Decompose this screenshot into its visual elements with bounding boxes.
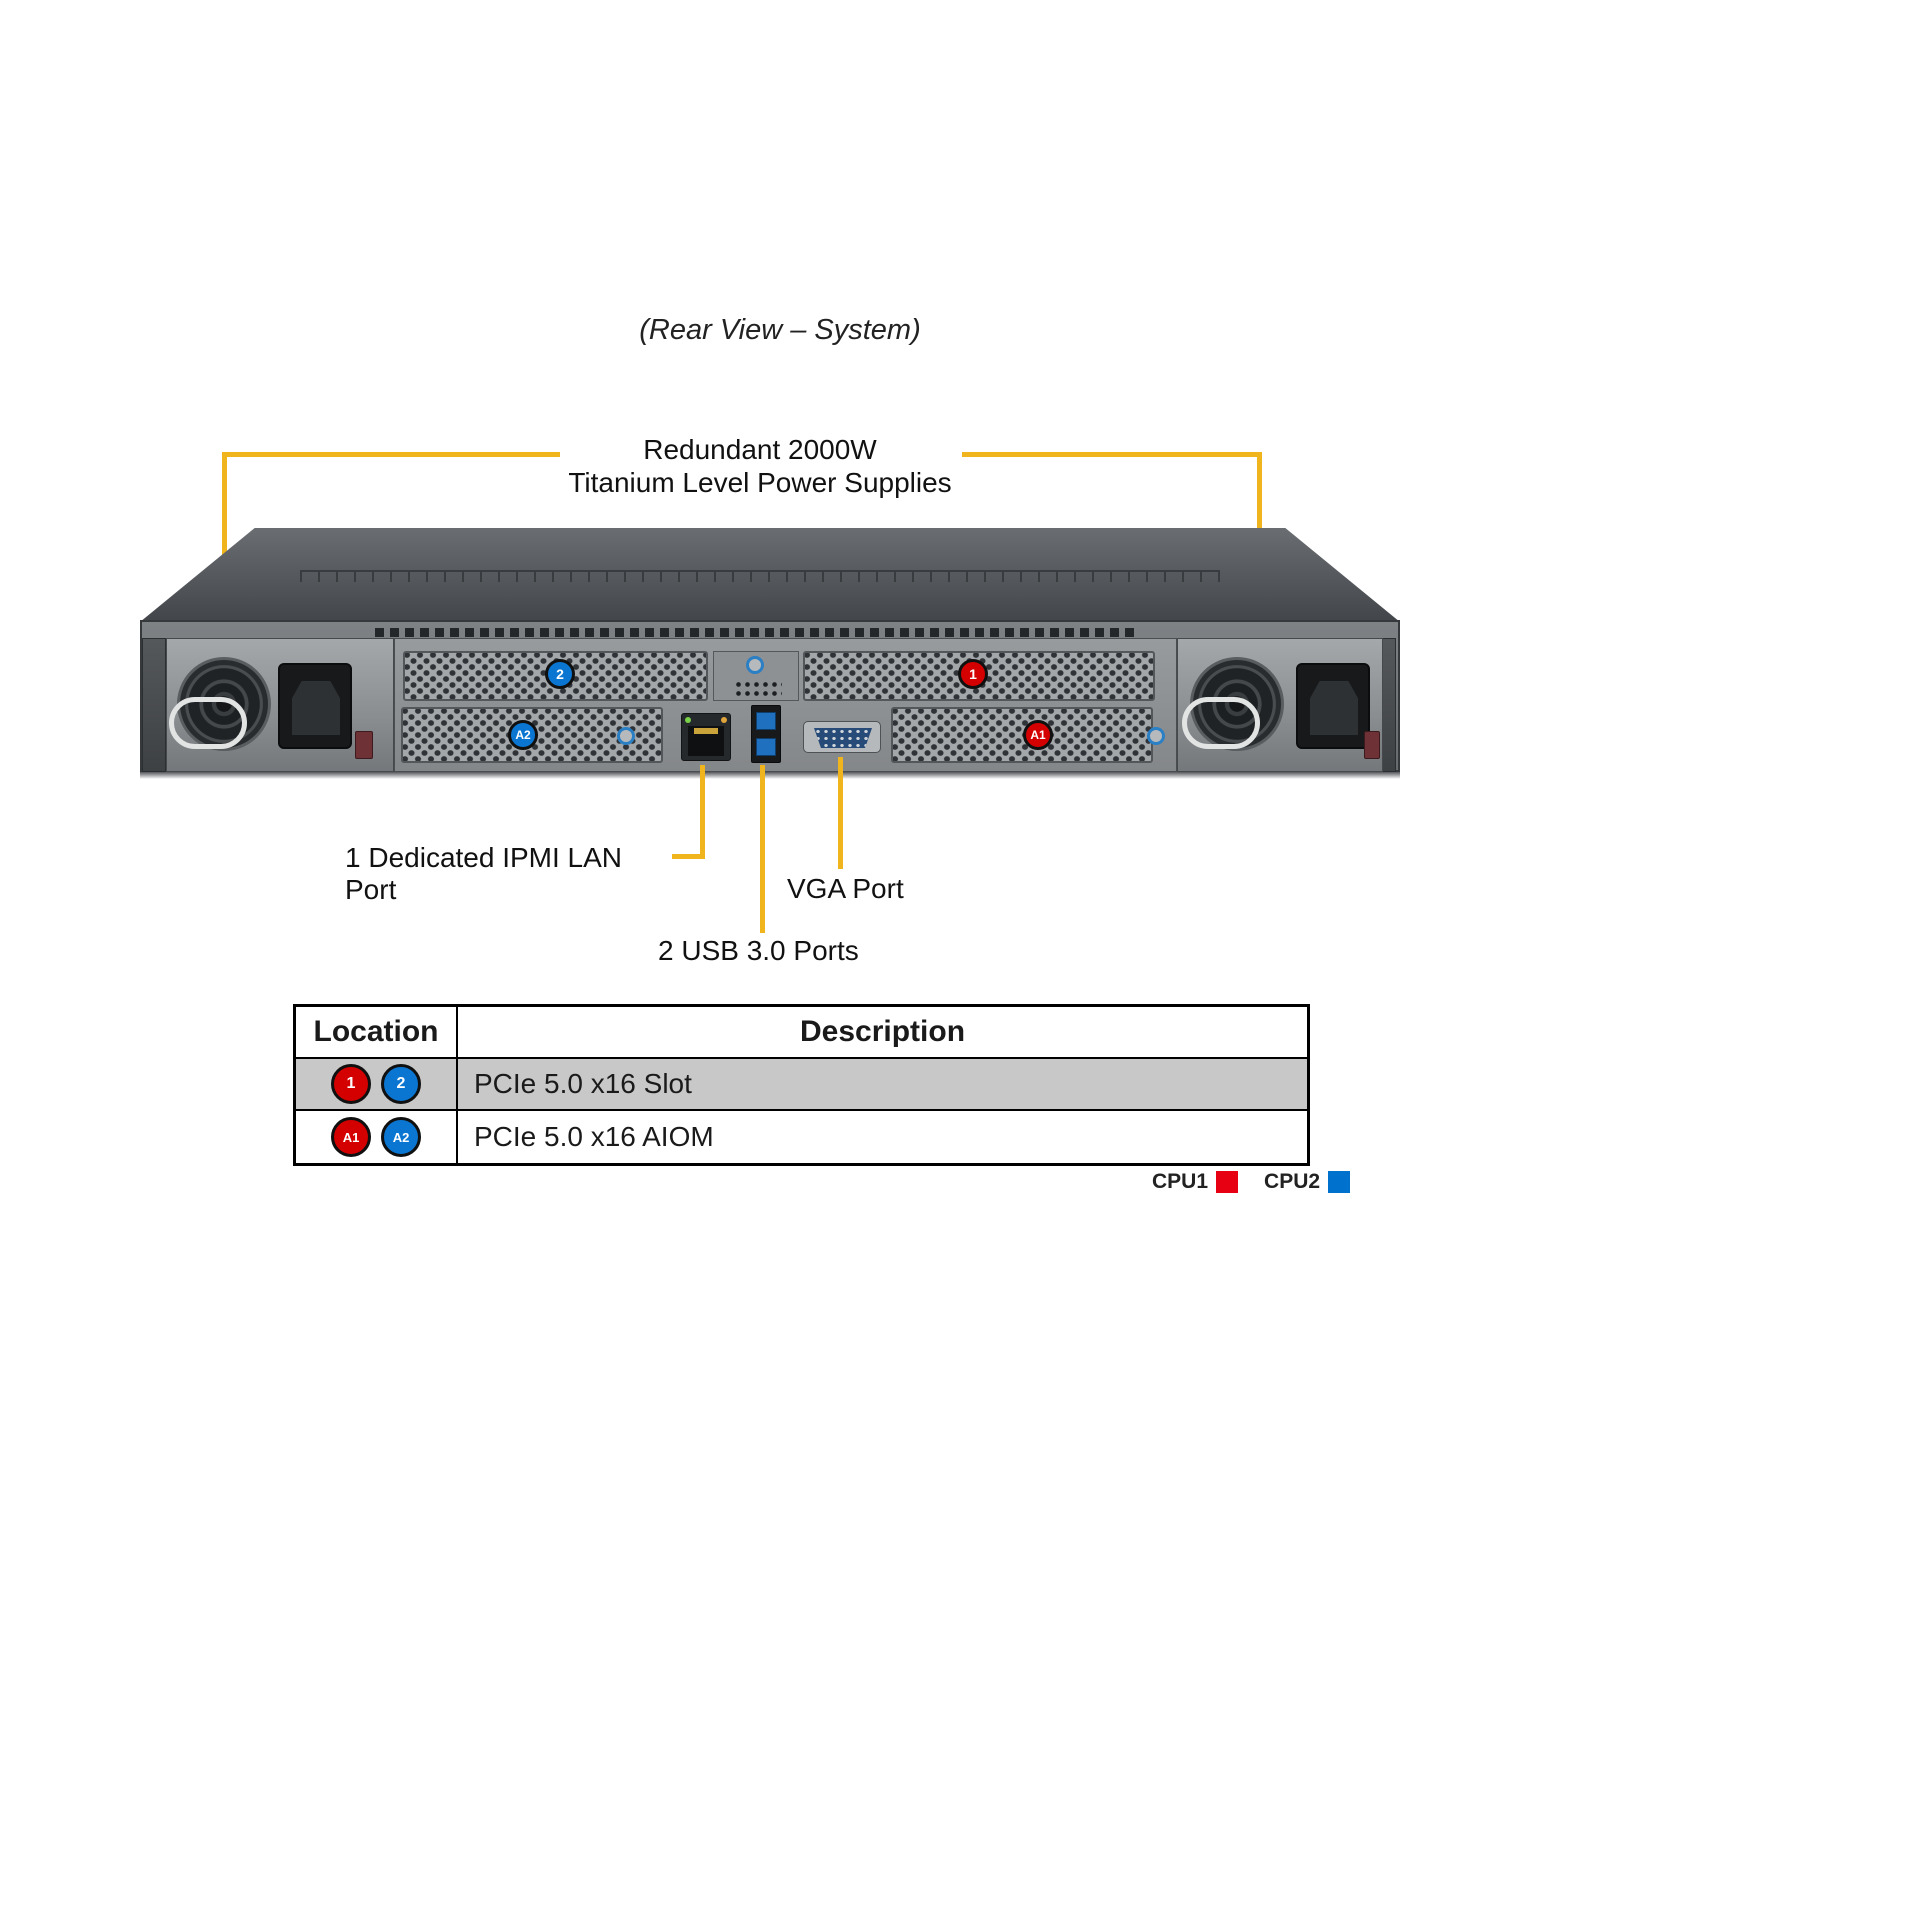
psu-callout-line2: Titanium Level Power Supplies xyxy=(568,467,952,498)
ipmi-lan-port xyxy=(681,713,731,761)
usb-ports xyxy=(751,705,781,763)
location-description-table: Location Description 1 2 PCIe 5.0 x16 Sl… xyxy=(293,1004,1310,1166)
rack-ear-left xyxy=(142,638,166,772)
legend-cpu1-label: CPU1 xyxy=(1152,1170,1209,1193)
psu-latch-left xyxy=(355,731,373,759)
usb-port-top xyxy=(756,712,776,730)
chassis-marker-aiom2: A2 xyxy=(508,720,538,750)
usb-port-bottom xyxy=(756,738,776,756)
table-header-description: Description xyxy=(799,1015,966,1048)
vga-callout-label: VGA Port xyxy=(787,873,904,904)
table-header-row: Location Description xyxy=(296,1007,1307,1057)
ipmi-callout-label: 1 Dedicated IPMI LAN Port xyxy=(345,842,623,905)
usb-callout-line-vertical xyxy=(760,765,765,933)
table-marker-2: 2 xyxy=(381,1064,421,1104)
aiom-a1-vent xyxy=(891,707,1153,763)
table-row2-location: A1 A2 xyxy=(296,1111,458,1163)
chassis-marker-aiom1: A1 xyxy=(1023,720,1053,750)
chassis-rear-face: 2 1 A2 A1 xyxy=(140,620,1400,772)
diagram-title: (Rear View – System) xyxy=(639,314,921,346)
table-row2-description-text: PCIe 5.0 x16 AIOM xyxy=(474,1121,714,1152)
chassis-top-vents xyxy=(300,570,1220,582)
io-mid-panel xyxy=(713,651,799,701)
vga-port xyxy=(803,721,881,753)
psu-callout-label: Redundant 2000W Titanium Level Power Sup… xyxy=(545,433,975,499)
psu-left-callout-line-horizontal xyxy=(222,452,560,457)
legend-cpu2-label: CPU2 xyxy=(1264,1170,1321,1193)
psu-module-left xyxy=(166,638,394,772)
lan-jack xyxy=(688,726,724,756)
screw-icon-top xyxy=(746,656,764,674)
psu-latch-right xyxy=(1364,731,1380,759)
table-marker-a1: A1 xyxy=(331,1117,371,1157)
lan-pins xyxy=(694,728,718,734)
power-inlet-left-socket xyxy=(292,681,340,735)
legend-cpu1-swatch xyxy=(1216,1171,1239,1193)
legend-cpu2-swatch xyxy=(1328,1171,1351,1193)
power-inlet-right xyxy=(1296,663,1370,749)
psu-right-callout-line-horizontal xyxy=(962,452,1262,457)
psu-callout-line1: Redundant 2000W xyxy=(643,434,877,465)
vga-connector xyxy=(814,728,872,748)
ipmi-callout-line-vertical xyxy=(700,765,705,859)
chassis-marker-slot1: 1 xyxy=(958,659,988,689)
table-row1-description-text: PCIe 5.0 x16 Slot xyxy=(474,1068,692,1099)
chassis-shadow xyxy=(140,772,1400,779)
table-marker-a2: A2 xyxy=(381,1117,421,1157)
table-row: 1 2 PCIe 5.0 x16 Slot xyxy=(296,1057,1307,1109)
rear-io-panel: 2 1 A2 A1 xyxy=(394,638,1177,772)
table-header-location: Location xyxy=(296,1007,458,1057)
screw-icon-bottom-left xyxy=(617,727,635,745)
table-row: A1 A2 PCIe 5.0 x16 AIOM xyxy=(296,1109,1307,1163)
io-dot-cluster xyxy=(734,680,782,698)
lan-led-green-icon xyxy=(685,717,691,723)
table-row1-description: PCIe 5.0 x16 Slot xyxy=(458,1059,1307,1109)
screw-icon-bottom-right xyxy=(1147,727,1165,745)
table-row2-description: PCIe 5.0 x16 AIOM xyxy=(458,1111,1307,1163)
vga-callout-line-vertical xyxy=(838,757,843,869)
table-marker-1: 1 xyxy=(331,1064,371,1104)
usb-callout-label: 2 USB 3.0 Ports xyxy=(658,935,859,966)
power-inlet-right-socket xyxy=(1310,681,1358,735)
power-inlet-left xyxy=(278,663,352,749)
psu-handle-right xyxy=(1182,697,1260,749)
psu-handle-left xyxy=(169,697,247,749)
chassis-marker-slot2: 2 xyxy=(545,659,575,689)
rear-dash-vents xyxy=(375,628,1135,637)
cpu-legend: CPU1 CPU2 xyxy=(1152,1170,1351,1194)
psu-module-right xyxy=(1177,638,1383,772)
table-row1-location: 1 2 xyxy=(296,1059,458,1109)
lan-led-amber-icon xyxy=(721,717,727,723)
ipmi-callout-line-horizontal xyxy=(672,854,702,859)
